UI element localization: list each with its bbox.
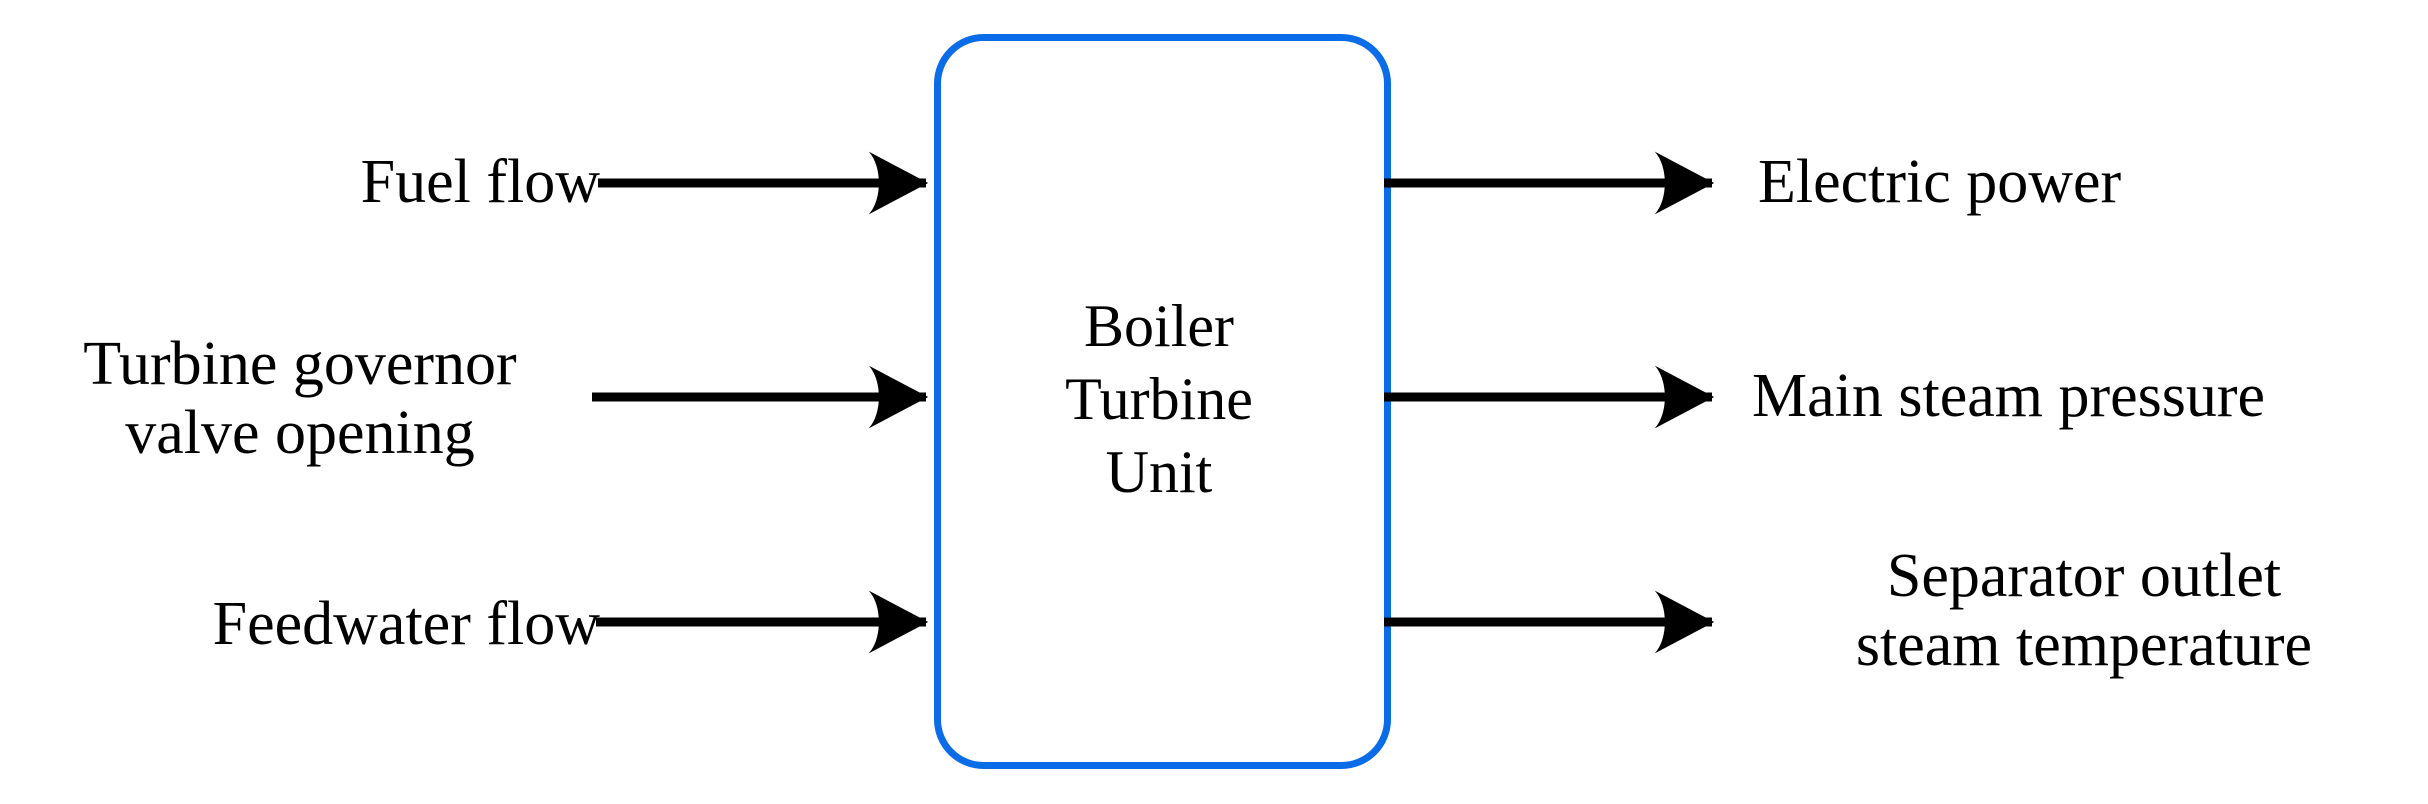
output-label-line-1: Separator outlet [1886, 542, 2282, 610]
input-label-line-2: valve opening [125, 399, 475, 468]
output-label-electric-power: Electric power [1758, 148, 2122, 216]
input-label-line-1: Turbine governor [83, 330, 517, 398]
input-label-fuel-flow: Fuel flow [360, 148, 600, 216]
input-label-feedwater-flow: Feedwater flow [212, 590, 600, 658]
output-label-line-2: steam temperature [1855, 611, 2313, 680]
boiler-turbine-unit-block-label: Boiler Turbine Unit [1065, 293, 1253, 506]
output-label-main-steam-pressure: Main steam pressure [1752, 362, 2266, 430]
